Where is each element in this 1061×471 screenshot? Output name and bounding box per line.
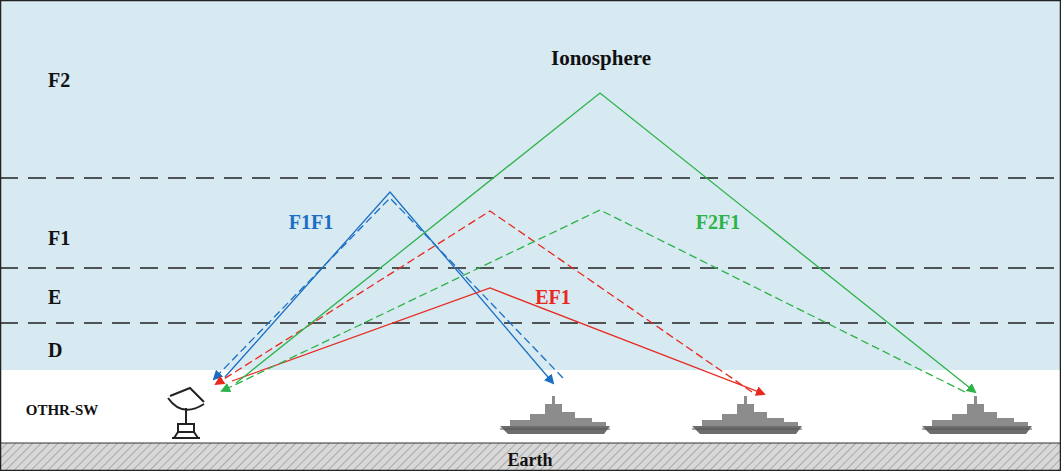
layer-label: D xyxy=(48,339,62,362)
ionosphere-region: IonosphereF2F1ED xyxy=(0,0,1061,370)
earth-ground: Earth xyxy=(0,443,1061,471)
ship-symbol xyxy=(500,396,610,434)
layer-label: E xyxy=(48,286,61,309)
layer-band: E xyxy=(0,268,1061,323)
layer-label: F1 xyxy=(48,227,70,250)
radar-label: OTHR-SW xyxy=(26,402,99,419)
layer-band: D xyxy=(0,323,1061,370)
layer-label: Earth xyxy=(508,450,553,471)
path-label: F2F1 xyxy=(696,211,740,234)
layer-label: F2 xyxy=(48,69,70,92)
layer-band: F2 xyxy=(0,0,1061,178)
layer-label: Ionosphere xyxy=(551,46,651,71)
radar-symbol xyxy=(168,388,204,438)
ship-symbol xyxy=(692,396,802,434)
ship-symbol xyxy=(922,396,1032,434)
path-label: EF1 xyxy=(535,286,571,309)
path-label: F1F1 xyxy=(289,211,333,234)
layer-band: F1 xyxy=(0,178,1061,268)
